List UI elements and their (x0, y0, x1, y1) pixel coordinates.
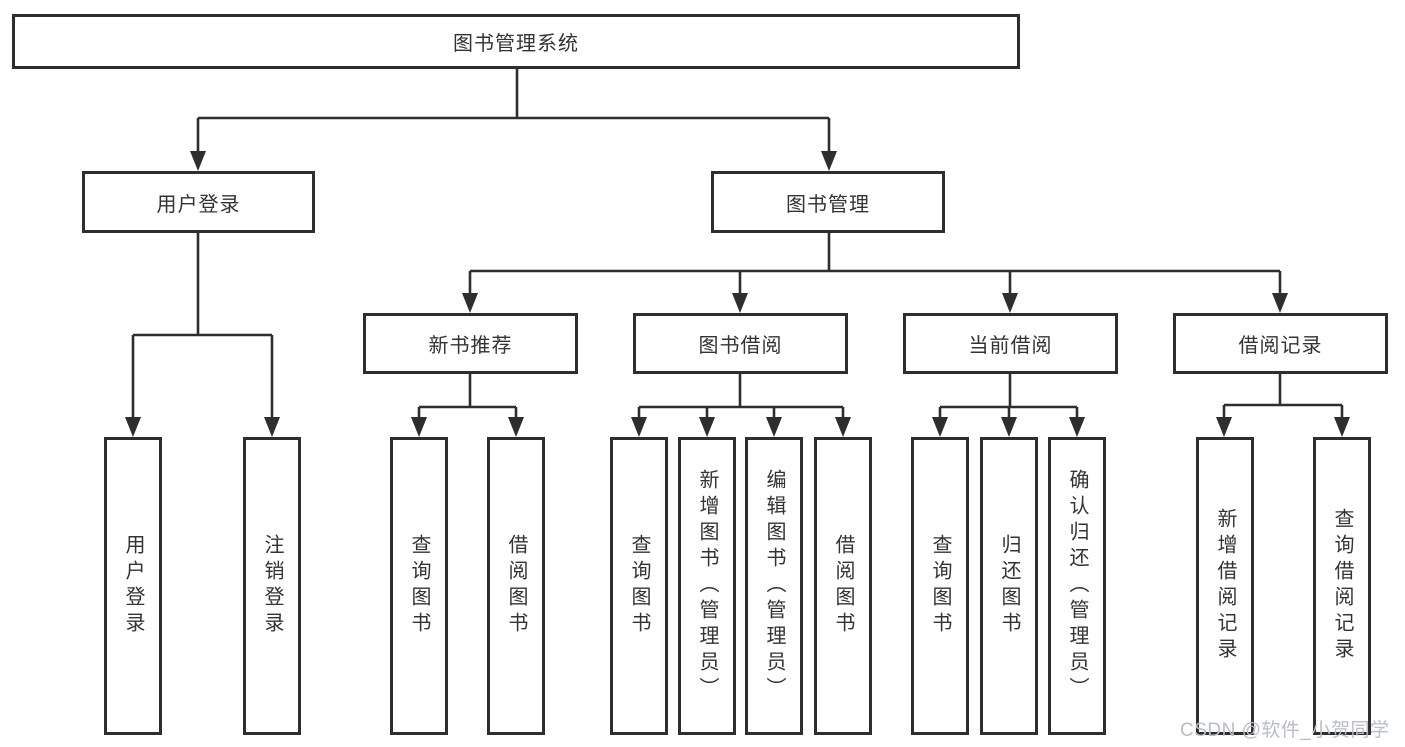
leaf-query-books-recommend: 查询图书 (390, 437, 448, 735)
leaf-add-books-admin: 新增图书（管理员） (678, 437, 736, 735)
leaf-query-books-current: 查询图书 (911, 437, 969, 735)
node-user-login: 用户登录 (82, 171, 315, 233)
leaf-query-books-borrow: 查询图书 (610, 437, 668, 735)
leaf-borrow-books-recommend: 借阅图书 (487, 437, 545, 735)
leaf-return-books: 归还图书 (980, 437, 1038, 735)
arrowheads (125, 151, 1350, 437)
leaf-confirm-return-admin: 确认归还（管理员） (1048, 437, 1106, 735)
leaf-user-login: 用户登录 (104, 437, 162, 735)
node-book-management: 图书管理 (711, 171, 945, 233)
node-book-borrow: 图书借阅 (633, 313, 848, 374)
leaf-borrow-books: 借阅图书 (814, 437, 872, 735)
leaf-logout: 注销登录 (243, 437, 301, 735)
leaf-edit-books-admin: 编辑图书（管理员） (745, 437, 803, 735)
node-new-book-recommend: 新书推荐 (363, 313, 578, 374)
watermark: CSDN @软件_小贺同学 (1180, 720, 1390, 741)
leaf-add-borrow-record: 新增借阅记录 (1196, 437, 1254, 735)
leaf-query-borrow-record: 查询借阅记录 (1313, 437, 1371, 735)
node-library-system: 图书管理系统 (12, 14, 1020, 69)
node-current-borrow: 当前借阅 (903, 313, 1118, 374)
node-borrow-records: 借阅记录 (1173, 313, 1388, 374)
